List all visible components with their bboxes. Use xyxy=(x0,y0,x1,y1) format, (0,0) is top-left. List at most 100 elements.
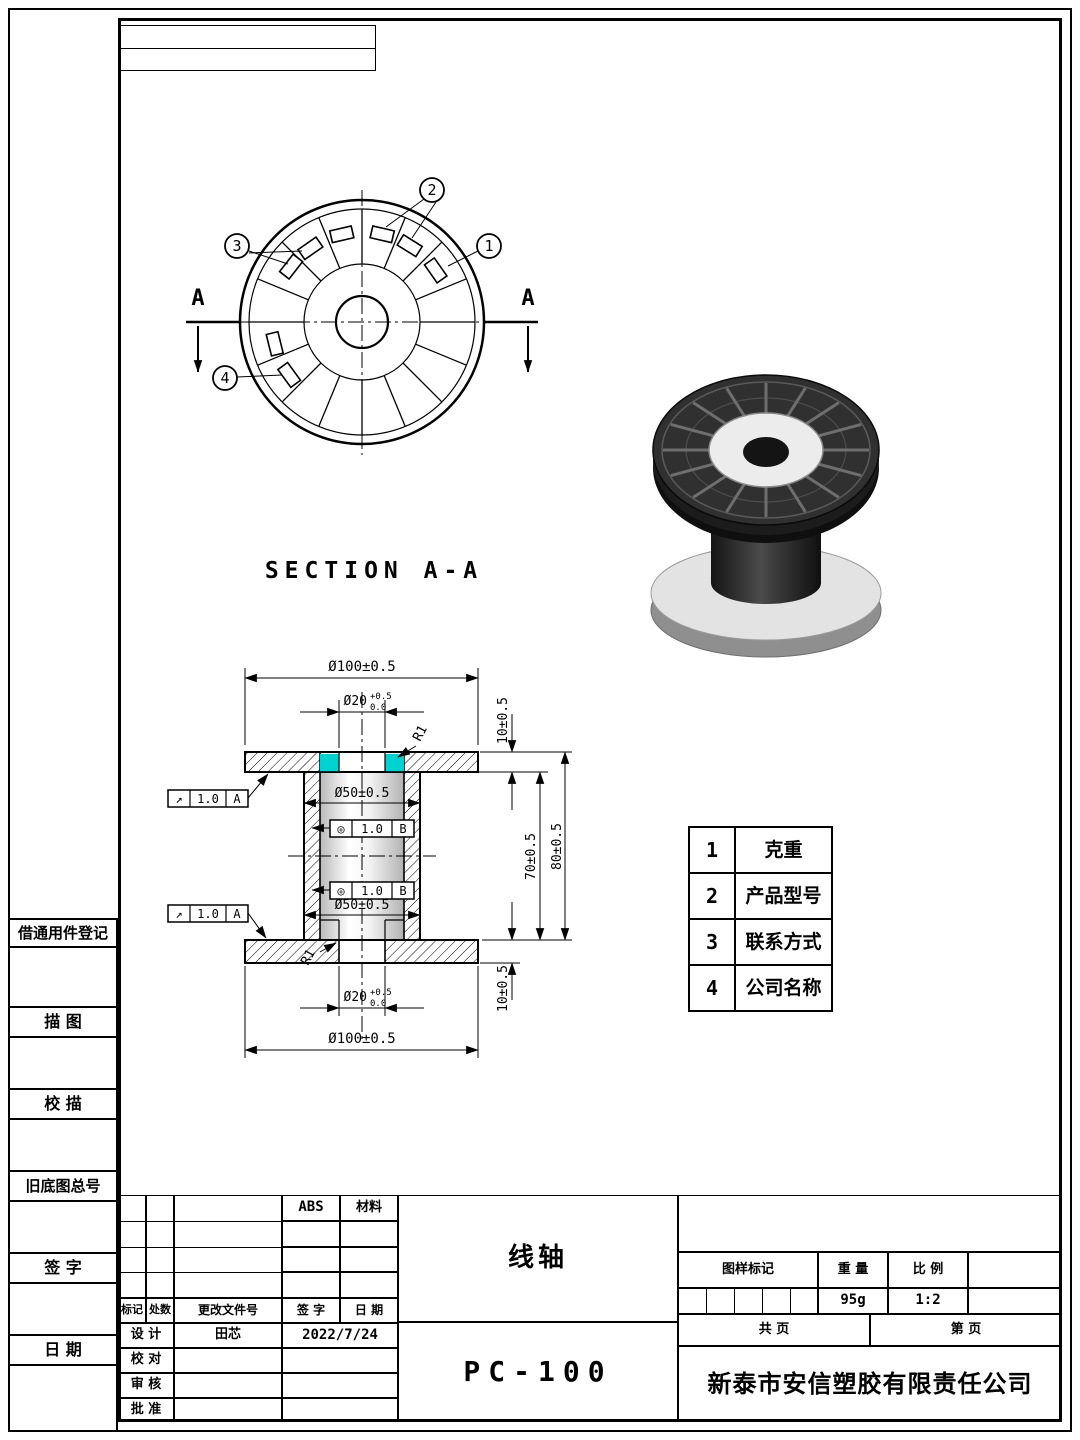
mark-subcell-line xyxy=(762,1288,763,1314)
fillet-highlight-right xyxy=(385,754,404,771)
runout-value: 1.0 xyxy=(197,907,219,921)
dim-d20-bottom-tol-dn: 0.0 xyxy=(370,999,386,1009)
part-name-cell: 线轴 xyxy=(398,1195,678,1322)
rev-header-sign: 签 字 xyxy=(282,1298,340,1323)
sidebar-item-signature: 签 字 xyxy=(8,1252,118,1284)
plan-view: A A 1 2 3 4 xyxy=(186,177,538,455)
rev-grid-cell xyxy=(282,1272,340,1298)
section-letter-left: A xyxy=(191,286,204,311)
inner-border xyxy=(118,18,1062,1422)
legend-num-text: 1 xyxy=(705,838,719,862)
rev-grid-line xyxy=(118,1272,398,1273)
sign-name-design: 田芯 xyxy=(174,1323,282,1348)
scale-value-cell: 1:2 xyxy=(888,1288,968,1314)
weight-value-cell: 95g xyxy=(818,1288,888,1314)
sign-date-audit xyxy=(282,1373,398,1398)
weight-label-cell: 重 量 xyxy=(818,1252,888,1288)
sidebar-spacer xyxy=(8,1200,118,1254)
company-name-cell: 新泰市安信塑胶有限责任公司 xyxy=(678,1346,1062,1422)
sidebar-spacer xyxy=(8,1118,118,1172)
sign-name-audit xyxy=(174,1373,282,1398)
sidebar-spacer xyxy=(8,946,118,1008)
runout-frame-1: ↗ 1.0 A xyxy=(167,773,269,808)
dim-d20-top: Ø20 xyxy=(344,694,367,709)
balloon-1: 1 xyxy=(484,237,493,255)
rev-header-mark: 标记 xyxy=(118,1298,146,1323)
fillet-highlight-left xyxy=(320,754,339,771)
sign-date-design: 2022/7/24 xyxy=(282,1323,398,1348)
rev-header-docno: 更改文件号 xyxy=(174,1298,282,1323)
rev-header-date: 日 期 xyxy=(340,1298,398,1323)
mark-label-cell: 图样标记 xyxy=(678,1252,818,1288)
legend-label-4: 公司名称 xyxy=(734,964,833,1012)
legend-num-2: 2 xyxy=(688,872,736,920)
dim-10-bottom: 10±0.5 xyxy=(496,965,511,1012)
section-cut-marks: A A xyxy=(186,286,538,373)
dim-d100-top: Ø100±0.5 xyxy=(328,659,395,675)
sign-label-audit: 审 核 xyxy=(118,1373,174,1398)
dim-70: 70±0.5 xyxy=(524,833,539,880)
legend-num-1: 1 xyxy=(688,826,736,874)
balloon-3: 3 xyxy=(232,237,241,255)
mark-subcell-line xyxy=(734,1288,735,1314)
legend-num-3: 3 xyxy=(688,918,736,966)
runout-symbol: ↗ xyxy=(175,792,182,806)
iso-spokes xyxy=(663,383,869,517)
sign-name-approve xyxy=(174,1398,282,1422)
mark-empty-strip xyxy=(678,1195,1062,1252)
sidebar-item-check-trace: 校 描 xyxy=(8,1088,118,1120)
section-title: SECTION A-A xyxy=(264,558,484,584)
callout-balloons: 1 2 3 4 xyxy=(212,177,502,391)
part-number-cell: PC-100 xyxy=(398,1322,678,1422)
legend-num-text: 3 xyxy=(705,930,719,954)
right-extra-cell xyxy=(968,1252,1062,1288)
rev-grid-cell xyxy=(340,1247,398,1272)
runout-frame-2: ↗ 1.0 A xyxy=(167,904,267,939)
dim-r1-top: R1 xyxy=(410,723,431,744)
sidebar-spacer xyxy=(8,1036,118,1090)
rev-grid-col xyxy=(118,1195,146,1298)
balloon-4: 4 xyxy=(220,369,229,387)
rev-grid-cell xyxy=(340,1272,398,1298)
registration-box-divider xyxy=(118,48,376,49)
page-number-cell: 第 页 xyxy=(870,1314,1062,1346)
legend-label-3: 联系方式 xyxy=(734,918,833,966)
coax-symbol: ◎ xyxy=(337,822,344,836)
rev-grid-line xyxy=(118,1247,398,1248)
sidebar-item-date: 日 期 xyxy=(8,1334,118,1366)
dim-10-top: 10±0.5 xyxy=(496,697,511,744)
rev-grid-cell xyxy=(282,1247,340,1272)
rev-grid-col xyxy=(174,1195,282,1298)
coaxiality-frame-1: ◎ 1.0 B xyxy=(311,819,415,838)
dim-d100-bottom: Ø100±0.5 xyxy=(328,1031,395,1047)
iso-3d-view xyxy=(650,374,882,658)
runout-datum: A xyxy=(233,907,241,921)
dim-d20-bottom-tol-up: +0.5 xyxy=(370,988,392,998)
coax-value: 1.0 xyxy=(361,884,383,898)
sidebar-item-old-drawing-no: 旧底图总号 xyxy=(8,1170,118,1202)
sidebar-item-reuse-record: 借通用件登记 xyxy=(8,918,118,948)
runout-datum: A xyxy=(233,792,241,806)
right-extra-cell xyxy=(968,1288,1062,1314)
mark-subcells xyxy=(678,1288,818,1314)
section-view: Ø100±0.5 Ø20 +0.5 0.0 10±0.5 R1 Ø50±0.5 xyxy=(167,659,572,1058)
material-value-cell: ABS xyxy=(282,1195,340,1221)
sidebar-spacer xyxy=(8,1282,118,1336)
dim-d50-top: Ø50±0.5 xyxy=(335,786,390,801)
runout-value: 1.0 xyxy=(197,792,219,806)
mark-subcell-line xyxy=(706,1288,707,1314)
legend-label-2: 产品型号 xyxy=(734,872,833,920)
sign-date-approve xyxy=(282,1398,398,1422)
dim-d50-bottom: Ø50±0.5 xyxy=(335,898,390,913)
legend-num-4: 4 xyxy=(688,964,736,1012)
sign-name-proof xyxy=(174,1348,282,1373)
rev-grid-col xyxy=(146,1195,174,1298)
rev-header-count: 处数 xyxy=(146,1298,174,1323)
dim-d20-bottom: Ø20 xyxy=(344,990,367,1005)
sign-label-proof: 校 对 xyxy=(118,1348,174,1373)
dim-r1-bottom: R1 xyxy=(298,947,319,968)
sidebar-spacer xyxy=(8,1364,118,1432)
section-letter-right: A xyxy=(521,286,534,311)
